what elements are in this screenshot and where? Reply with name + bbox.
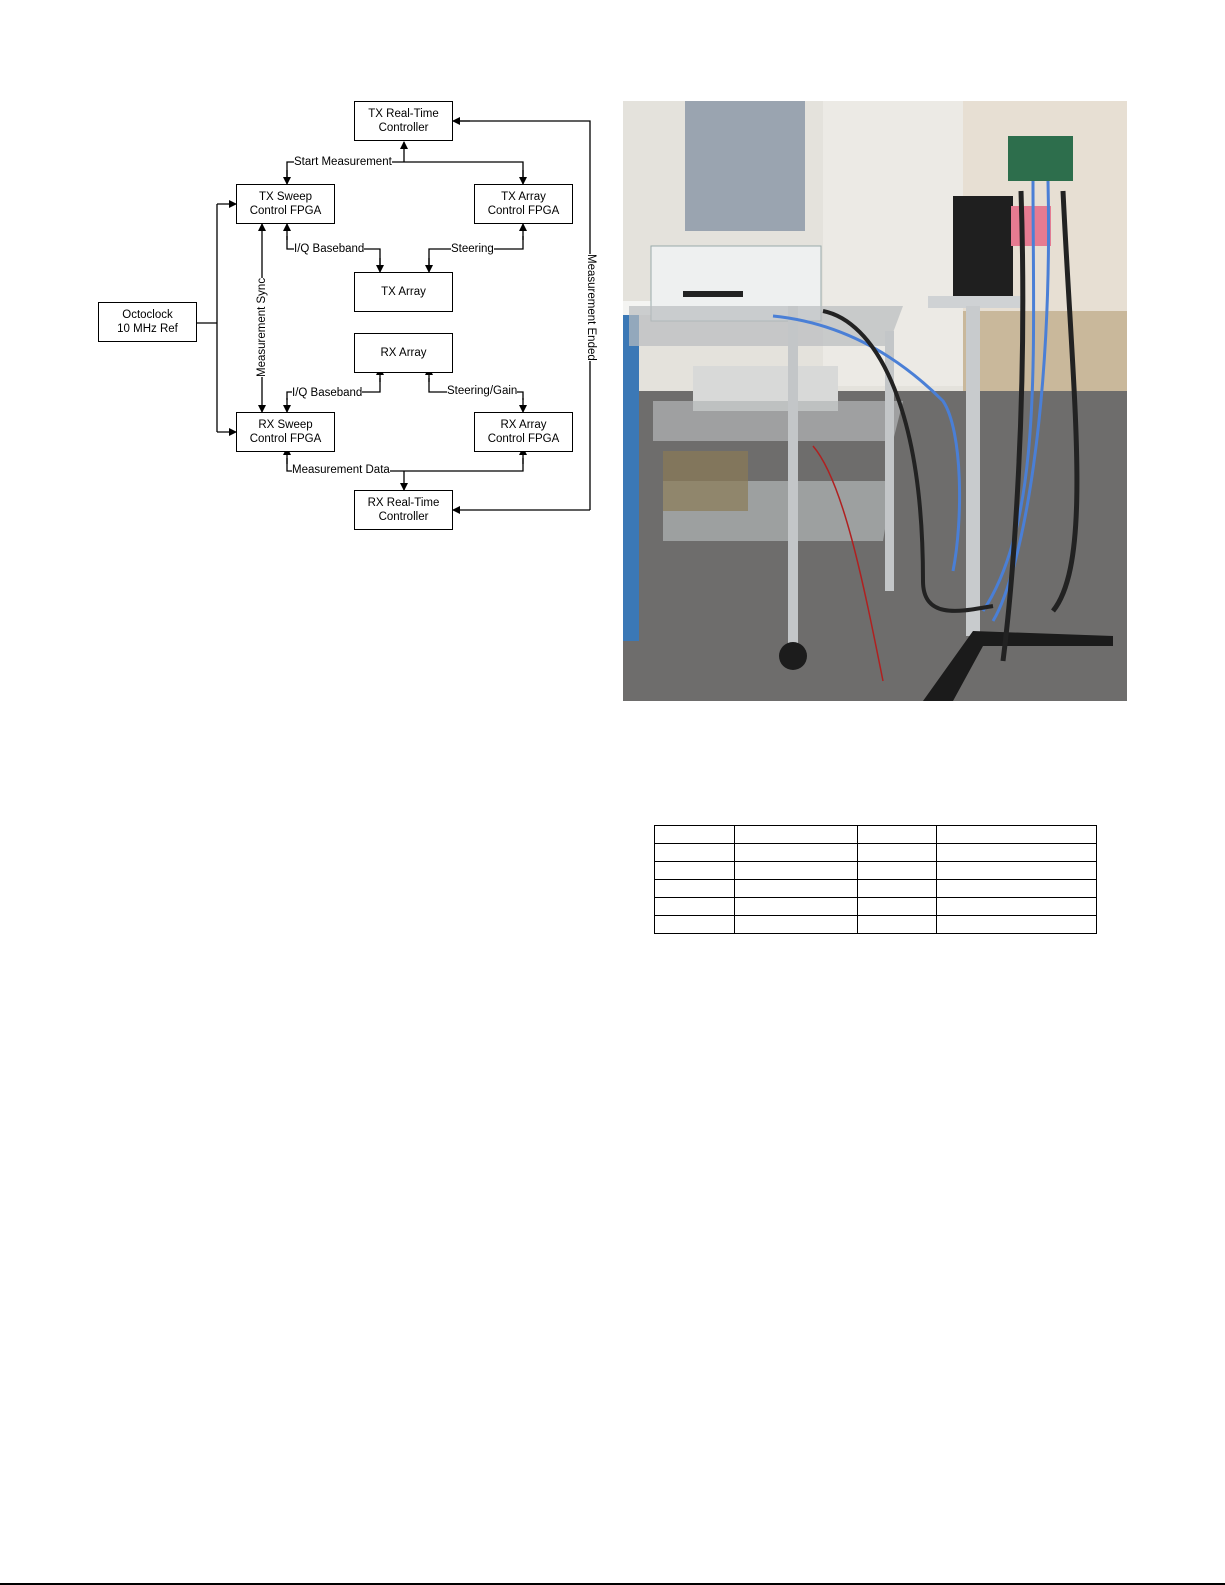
table-row — [654, 897, 1097, 916]
table-cell — [936, 843, 1097, 862]
table-cell — [936, 879, 1097, 898]
table-row — [654, 861, 1097, 880]
node-label: RX Array — [500, 419, 547, 431]
table-cell — [857, 915, 937, 934]
table-row — [654, 879, 1097, 898]
node-label: 10 MHz Ref — [117, 323, 178, 335]
edge-label-rx-steering-gain: Steering/Gain — [447, 385, 518, 398]
table-cell — [857, 897, 937, 916]
edge-label-measurement-ended: Measurement Ended — [584, 254, 597, 361]
table-cell — [734, 897, 858, 916]
table-cell — [654, 915, 735, 934]
node-label: Control FPGA — [487, 433, 560, 445]
node-label: RX Array — [380, 347, 427, 359]
edge-label-rx-iq-baseband: I/Q Baseband — [292, 387, 363, 400]
table-cell — [936, 915, 1097, 934]
table-cell — [857, 825, 937, 844]
node-label: Controller — [378, 511, 429, 523]
table-row — [654, 825, 1097, 844]
node-label: TX Sweep — [258, 191, 313, 203]
page-bottom-rule — [0, 1583, 1225, 1585]
edge-label-measurement-sync: Measurement Sync — [256, 277, 269, 377]
lab-setup-photo — [623, 101, 1127, 701]
edge-label-start-measurement: Start Measurement — [294, 156, 392, 169]
table-cell — [734, 879, 858, 898]
table-cell — [654, 843, 735, 862]
table-cell — [857, 843, 937, 862]
table-cell — [734, 825, 858, 844]
node-label: TX Array — [501, 191, 546, 203]
table-cell — [654, 879, 735, 898]
table-cell — [654, 825, 735, 844]
table-cell — [936, 897, 1097, 916]
table-row — [654, 843, 1097, 862]
node-label: Control FPGA — [249, 433, 322, 445]
table-cell — [654, 861, 735, 880]
node-label: Octoclock — [122, 309, 173, 321]
table-cell — [857, 879, 937, 898]
node-label: TX Array — [381, 286, 426, 298]
photo-illustration — [623, 101, 1127, 701]
table-cell — [734, 915, 858, 934]
table-cell — [936, 825, 1097, 844]
node-tx-array: TX Array — [354, 272, 453, 312]
table-row — [654, 915, 1097, 934]
edge-label-measurement-data: Measurement Data — [292, 464, 390, 477]
table-cell — [654, 897, 735, 916]
table-cell — [857, 861, 937, 880]
edge-label-tx-steering: Steering — [451, 243, 494, 256]
edge-label-tx-iq-baseband: I/Q Baseband — [294, 243, 365, 256]
node-label: Controller — [378, 122, 429, 134]
node-octoclock: Octoclock 10 MHz Ref — [98, 302, 197, 342]
node-label: Control FPGA — [249, 205, 322, 217]
node-label: RX Sweep — [258, 419, 313, 431]
node-rx-array: RX Array — [354, 333, 453, 373]
table-cell — [734, 843, 858, 862]
node-label: RX Real-Time — [367, 497, 440, 509]
table-cell — [734, 861, 858, 880]
node-label: Control FPGA — [487, 205, 560, 217]
table-cell — [936, 861, 1097, 880]
node-label: TX Real-Time — [368, 108, 439, 120]
data-table — [654, 825, 1097, 934]
